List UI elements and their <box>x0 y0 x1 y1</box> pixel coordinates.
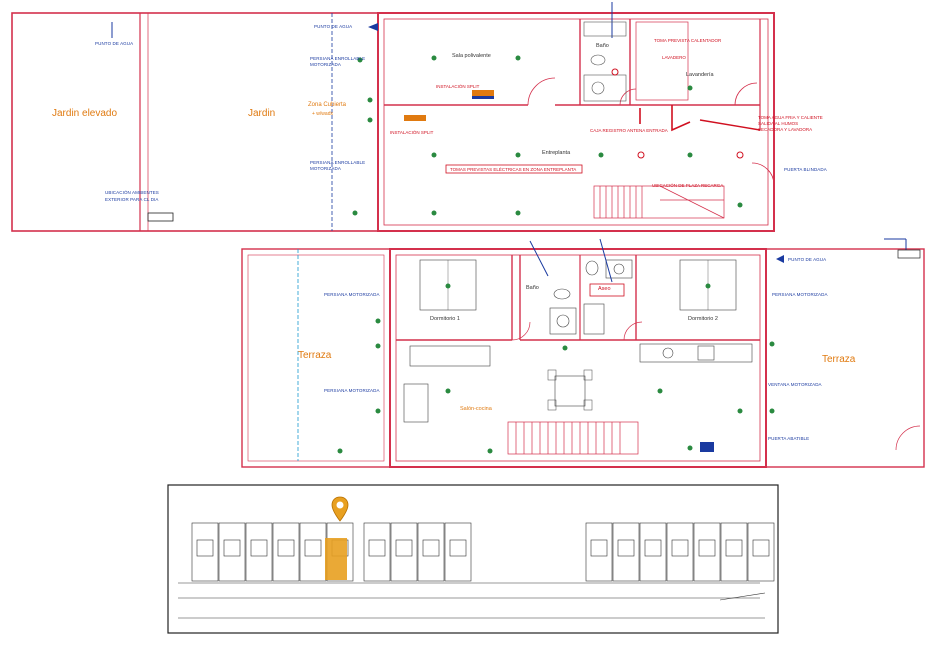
room-dormitorio-1: Dormitorio 1 <box>430 316 460 322</box>
room-terraza-left: Terraza <box>298 350 332 361</box>
site-unit <box>612 522 640 582</box>
site-unit-detail <box>752 539 770 557</box>
room-jardin: Jardin <box>248 108 276 119</box>
room-jardin-elevado: Jardin elevado <box>52 108 118 119</box>
site-plan <box>167 484 779 634</box>
room-entreplanta: Entreplanta <box>542 150 571 156</box>
site-unit <box>693 522 721 582</box>
note-persiana-4: MOTORIZADA <box>310 166 341 171</box>
note-ubicacion-1: UBICACIÓN AMBIENTES <box>105 190 159 195</box>
site-unit-detail <box>368 539 386 557</box>
site-unit <box>417 522 445 582</box>
site-unit <box>639 522 667 582</box>
site-unit-detail <box>590 539 608 557</box>
note-toma-calentador: TOMA PREVISTA CALENTADOR <box>654 38 722 43</box>
note-tomas-previstas: TOMAS PREVISTAS ELÉCTRICAS EN ZONA ENTRE… <box>450 167 577 172</box>
site-unit-detail <box>449 539 467 557</box>
note-persiana-upper-3: PERSIANA MOTORIZADA <box>772 292 828 297</box>
site-unit <box>218 522 246 582</box>
note-persiana-3: PERSIANA ENROLLABLE <box>310 160 366 165</box>
room-salon-cocina: Salón-cocina <box>460 406 492 412</box>
note-punto-agua-2: PUNTO DE AGUA <box>314 24 353 29</box>
note-instalacion-split-1: INSTALACIÓN SPLIT <box>436 84 480 89</box>
site-unit <box>747 522 775 582</box>
room-lavanderia: Lavandería <box>686 72 714 78</box>
site-unit-detail <box>196 539 214 557</box>
room-aseo: Aseo <box>598 286 611 292</box>
note-instalacion-split-2: INSTALACIÓN SPLIT <box>390 130 434 135</box>
site-unit-detail <box>644 539 662 557</box>
note-ubicacion-recarga: UBICACIÓN DE PLAZA RECARGA <box>652 183 724 188</box>
site-unit-detail <box>304 539 322 557</box>
room-zona-cubierta: Zona Cubierta <box>308 102 347 108</box>
note-persiana-2: MOTORIZADA <box>310 62 341 67</box>
note-toma-agua: TOMA AGUA FRIA Y CALIENTE <box>758 115 823 120</box>
site-unit <box>444 522 472 582</box>
room-zona-cubierta-sub: + w/wadx <box>312 111 333 117</box>
note-secadora: SECADORA Y LAVADORA <box>758 127 813 132</box>
room-sala-polivalente: Sala polivalente <box>452 53 491 59</box>
room-bano: Baño <box>596 43 609 49</box>
site-unit-detail <box>250 539 268 557</box>
site-unit-detail <box>277 539 295 557</box>
site-unit <box>272 522 300 582</box>
note-caja-registro: CAJA REGISTRO ANTENA ENTRADA <box>590 128 668 133</box>
room-terraza-right: Terraza <box>822 354 856 365</box>
location-pin-icon[interactable] <box>331 496 349 522</box>
site-unit <box>390 522 418 582</box>
site-unit-detail <box>698 539 716 557</box>
site-unit <box>585 522 613 582</box>
site-unit <box>245 522 273 582</box>
note-ubicacion-2: EXTERIOR PARA CL DIA <box>105 197 159 202</box>
site-unit-detail <box>671 539 689 557</box>
note-puerta-abatible: PUERTA ABATIBLE <box>768 436 810 441</box>
note-persiana-1: PERSIANA ENROLLABLE <box>310 56 366 61</box>
site-unit <box>191 522 219 582</box>
site-unit-detail <box>725 539 743 557</box>
note-lavadero: LAVADERO <box>662 55 686 60</box>
note-puerta-blindada: PUERTA BLINDADA <box>784 167 827 172</box>
note-persiana-upper-2: PERSIANA MOTORIZADA <box>324 388 380 393</box>
site-unit <box>363 522 391 582</box>
site-unit-detail <box>422 539 440 557</box>
ground-floor-plan <box>11 2 775 232</box>
room-dormitorio-2: Dormitorio 2 <box>688 316 718 322</box>
site-unit <box>666 522 694 582</box>
note-persiana-upper-1: PERSIANA MOTORIZADA <box>324 292 380 297</box>
site-unit <box>720 522 748 582</box>
note-ventana-motorizada: VENTANA MOTORIZADA <box>768 382 822 387</box>
highlighted-unit <box>325 538 347 580</box>
upper-floor-plan <box>241 238 925 468</box>
site-unit-detail <box>223 539 241 557</box>
note-salida-humos: SALIDA AL HUMOS <box>758 121 799 126</box>
note-punto-agua-upper: PUNTO DE AGUA <box>788 257 827 262</box>
room-bano-upper: Baño <box>526 285 539 291</box>
note-punto-agua-1: PUNTO DE AGUA <box>95 41 134 46</box>
site-unit-detail <box>395 539 413 557</box>
site-unit-detail <box>617 539 635 557</box>
